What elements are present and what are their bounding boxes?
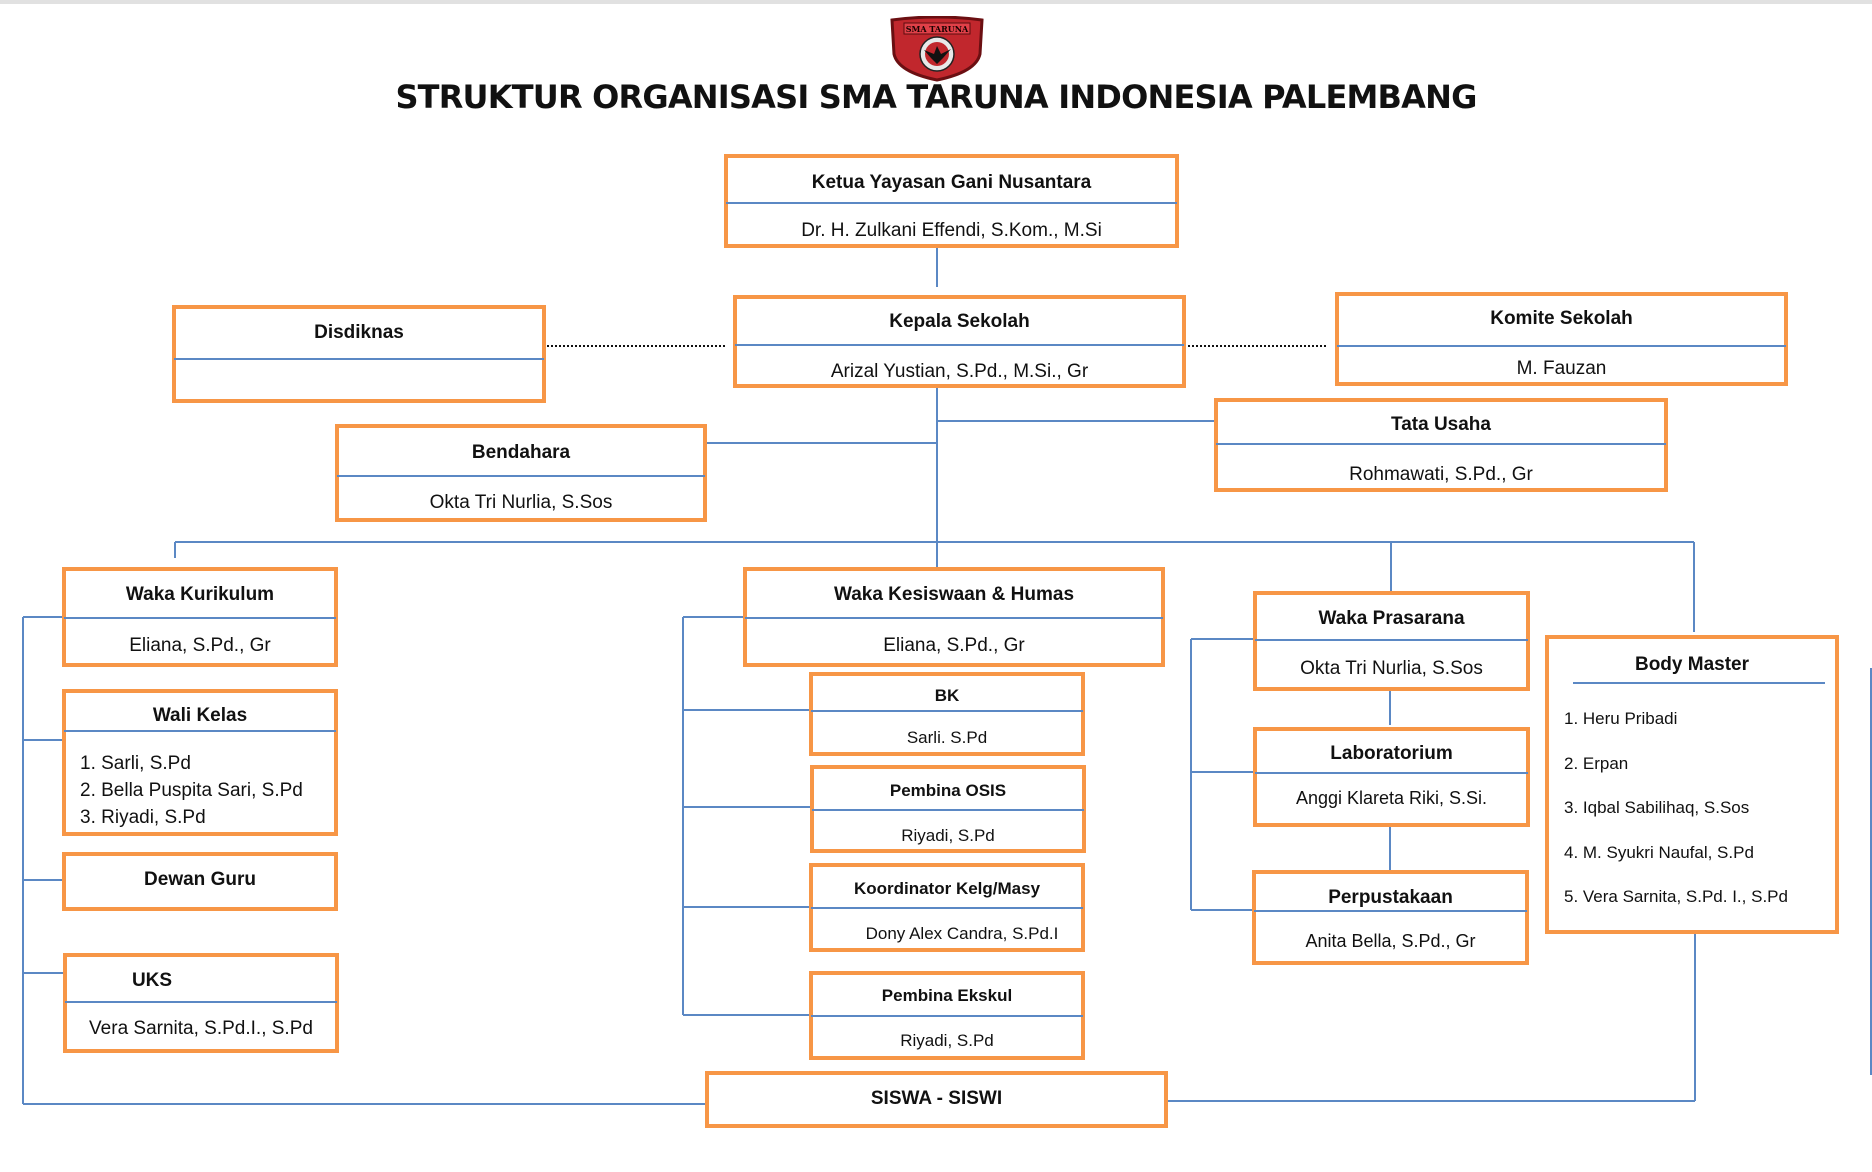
divider [1255, 772, 1528, 774]
list-item: 2. Bella Puspita Sari, S.Pd [80, 780, 303, 801]
divider [1216, 443, 1666, 445]
divider [726, 202, 1177, 204]
node-title: Tata Usaha [1391, 414, 1491, 435]
node-waka-kesiswaan: Waka Kesiswaan & Humas Eliana, S.Pd., Gr [743, 567, 1165, 667]
node-bk: BK Sarli. S.Pd [809, 672, 1085, 756]
page-title: STRUKTUR ORGANISASI SMA TARUNA INDONESIA… [395, 78, 1477, 116]
node-dewan-guru: Dewan Guru [62, 852, 338, 911]
node-person: Eliana, S.Pd., Gr [883, 635, 1025, 656]
divider [811, 710, 1083, 712]
node-title: UKS [131, 970, 173, 991]
list-item: 2. Erpan [1564, 753, 1629, 773]
node-wali-kelas: Wali Kelas 1. Sarli, S.Pd 2. Bella Puspi… [62, 689, 338, 836]
divider [811, 1015, 1083, 1017]
node-title: Koordinator Kelg/Masy [853, 879, 1041, 898]
node-person: Dr. H. Zulkani Effendi, S.Kom., M.Si [801, 220, 1102, 241]
divider [745, 617, 1163, 619]
divider [1573, 682, 1825, 684]
node-waka-kurikulum: Waka Kurikulum Eliana, S.Pd., Gr [62, 567, 338, 667]
divider [1255, 639, 1528, 641]
node-title: Waka Kurikulum [125, 584, 275, 605]
node-person: Riyadi, S.Pd [901, 826, 995, 845]
node-person: Okta Tri Nurlia, S.Sos [1300, 658, 1483, 679]
node-person: Eliana, S.Pd., Gr [129, 635, 271, 656]
list-item: 5. Vera Sarnita, S.Pd. I., S.Pd [1564, 887, 1788, 906]
node-komite-sekolah: Komite Sekolah M. Fauzan [1335, 292, 1788, 386]
node-person: M. Fauzan [1516, 358, 1607, 379]
node-title: Kepala Sekolah [889, 311, 1030, 332]
list-item: 1. Sarli, S.Pd [80, 753, 191, 774]
divider [1254, 910, 1527, 912]
node-title: Komite Sekolah [1490, 308, 1633, 329]
node-person: Okta Tri Nurlia, S.Sos [429, 492, 613, 513]
school-crest-icon: SMA TARUNA [890, 16, 984, 82]
list-item: 1. Heru Pribadi [1564, 709, 1678, 728]
node-title: Body Master [1634, 654, 1750, 675]
node-title: Ketua Yayasan Gani Nusantara [811, 172, 1092, 193]
node-title: Waka Kesiswaan & Humas [833, 584, 1075, 605]
node-title: SISWA - SISWI [870, 1088, 1003, 1109]
divider [64, 617, 336, 619]
divider [811, 907, 1083, 909]
top-border [0, 0, 1872, 4]
list-item: 3. Riyadi, S.Pd [80, 807, 206, 828]
node-laboratorium: Laboratorium Anggi Klareta Riki, S.Si. [1253, 727, 1530, 827]
node-title: BK [934, 686, 960, 705]
list-item: 4. M. Syukri Naufal, S.Pd [1564, 842, 1754, 862]
node-title: Perpustakaan [1328, 887, 1453, 908]
node-title: Disdiknas [314, 322, 404, 343]
node-title: Bendahara [471, 442, 571, 463]
logo-text: SMA TARUNA [906, 24, 969, 34]
divider [1337, 345, 1786, 347]
node-kepala-sekolah: Kepala Sekolah Arizal Yustian, S.Pd., M.… [733, 295, 1186, 388]
node-title: Dewan Guru [144, 869, 256, 890]
node-title: Wali Kelas [152, 705, 248, 726]
node-disdiknas: Disdiknas [172, 305, 546, 403]
node-person: Arizal Yustian, S.Pd., M.Si., Gr [830, 361, 1089, 382]
member-list: 1. Heru Pribadi 2. Erpan 3. Iqbal Sabili… [1564, 697, 1788, 920]
node-person: Anggi Klareta Riki, S.Si. [1295, 788, 1488, 808]
node-person: Dony Alex Candra, S.Pd.I [865, 924, 1059, 943]
divider [812, 809, 1084, 811]
node-pembina-ekskul: Pembina Ekskul Riyadi, S.Pd [809, 971, 1085, 1060]
node-title: Waka Prasarana [1318, 608, 1465, 629]
node-pembina-osis: Pembina OSIS Riyadi, S.Pd [810, 765, 1086, 853]
node-body-master: Body Master 1. Heru Pribadi 2. Erpan 3. … [1545, 635, 1839, 934]
node-uks: UKS Vera Sarnita, S.Pd.I., S.Pd [63, 953, 339, 1053]
node-perpustakaan: Perpustakaan Anita Bella, S.Pd., Gr [1252, 870, 1529, 965]
node-title: Laboratorium [1330, 743, 1453, 764]
node-siswa: SISWA - SISWI [705, 1071, 1168, 1128]
node-title: Pembina Ekskul [881, 986, 1013, 1005]
divider [65, 1001, 337, 1003]
node-person: Anita Bella, S.Pd., Gr [1305, 931, 1476, 951]
member-list: 1. Sarli, S.Pd 2. Bella Puspita Sari, S.… [80, 750, 303, 831]
node-person: Vera Sarnita, S.Pd.I., S.Pd [89, 1018, 313, 1039]
node-koordinator: Koordinator Kelg/Masy Dony Alex Candra, … [809, 863, 1085, 952]
node-title: Pembina OSIS [889, 781, 1007, 800]
node-waka-prasarana: Waka Prasarana Okta Tri Nurlia, S.Sos [1253, 591, 1530, 691]
divider [64, 730, 336, 732]
divider [174, 358, 544, 360]
node-ketua-yayasan: Ketua Yayasan Gani Nusantara Dr. H. Zulk… [724, 154, 1179, 248]
node-person: Sarli. S.Pd [906, 728, 988, 747]
node-tata-usaha: Tata Usaha Rohmawati, S.Pd., Gr [1214, 398, 1668, 492]
divider [735, 344, 1184, 346]
list-item: 3. Iqbal Sabilihaq, S.Sos [1564, 798, 1750, 817]
divider [337, 475, 705, 477]
node-bendahara: Bendahara Okta Tri Nurlia, S.Sos [335, 424, 707, 522]
node-person: Riyadi, S.Pd [900, 1031, 994, 1050]
node-person: Rohmawati, S.Pd., Gr [1349, 464, 1533, 485]
